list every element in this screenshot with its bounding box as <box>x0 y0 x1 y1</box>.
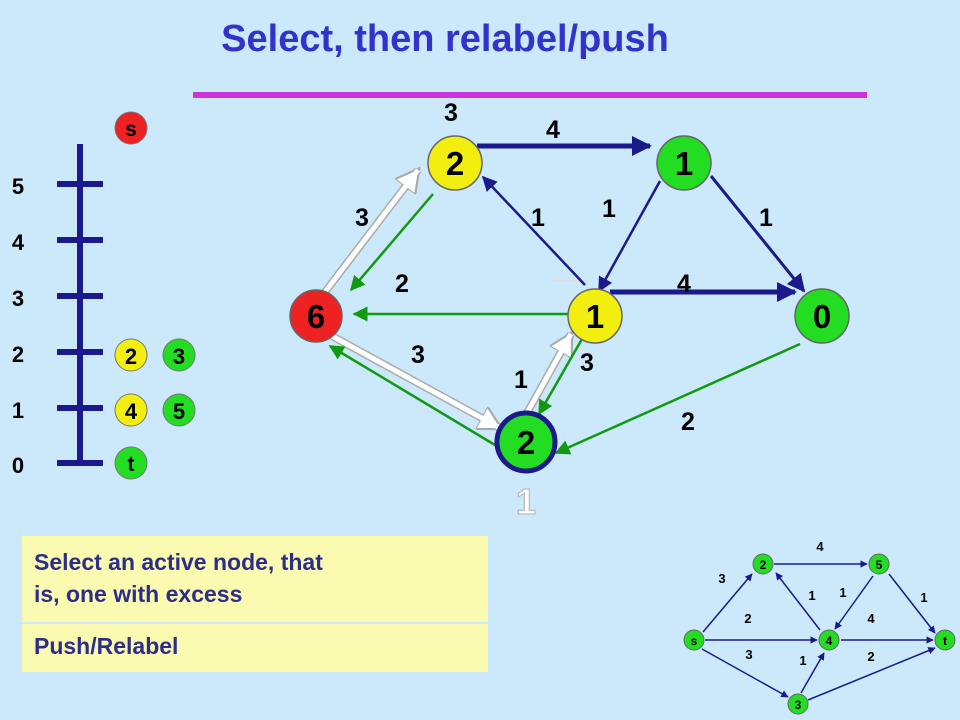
node-sink: 0 <box>794 288 850 344</box>
height-label-0: 0 <box>12 453 24 478</box>
edge-topright-to-middle <box>597 180 662 293</box>
height-label-3: 3 <box>12 286 24 311</box>
svg-text:1: 1 <box>586 298 604 335</box>
push-relabel-panel: Push/Relabel <box>22 624 488 672</box>
svg-text:2: 2 <box>760 558 767 572</box>
scale-node-5: 5 <box>162 393 196 427</box>
edge-source-to-topleft-fill <box>323 168 420 294</box>
svg-text:2: 2 <box>517 424 535 461</box>
mini-label-s-2: 3 <box>718 571 725 586</box>
mini-label-5-4: 1 <box>839 585 846 600</box>
edge-topleft-to-source <box>350 193 434 292</box>
node-top-left: 2 <box>427 135 483 191</box>
mini-edge-5-4 <box>834 575 874 630</box>
svg-text:4: 4 <box>125 399 138 424</box>
svg-text:3: 3 <box>795 698 802 712</box>
mini-edge-3-t <box>807 647 936 701</box>
edge-label-b-mid: 3 <box>580 349 594 377</box>
node-top-right: 1 <box>656 135 712 191</box>
svg-text:6: 6 <box>307 298 325 335</box>
scale-node-t: t <box>114 446 148 480</box>
mini-edge-5-t <box>888 573 936 634</box>
mini-label-3-t: 2 <box>867 649 874 664</box>
mini-node-s: s <box>683 629 705 651</box>
height-label-5: 5 <box>12 174 24 199</box>
svg-text:5: 5 <box>173 399 185 424</box>
mini-label-3-4: 1 <box>799 653 806 668</box>
edge-label-mid-t: 4 <box>677 270 691 298</box>
mini-node-2: 2 <box>752 553 774 575</box>
mini-label-s-4: 2 <box>744 611 751 626</box>
mini-label-5-t: 1 <box>920 590 927 605</box>
mini-node-t: t <box>934 629 956 651</box>
node-topleft-excess: 3 <box>444 99 458 127</box>
svg-text:3: 3 <box>173 344 185 369</box>
node-source: 6 <box>289 289 343 343</box>
mini-edge-s-2 <box>702 573 753 633</box>
mini-edge-4-2 <box>775 572 821 631</box>
svg-text:s: s <box>691 634 698 648</box>
height-label-2: 2 <box>12 342 24 367</box>
svg-text:s: s <box>125 118 137 141</box>
mini-node-4: 4 <box>818 629 840 651</box>
main-graph-edge-labels: 4 3 1 1 1 2 4 3 1 3 2 <box>355 116 773 436</box>
title-divider <box>193 92 867 98</box>
mini-label-4-2: 1 <box>808 588 815 603</box>
main-graph-nodes: 3 2 1 6 1 0 2 1 <box>289 99 850 523</box>
svg-text:1: 1 <box>675 145 693 182</box>
edge-label-t-b: 2 <box>681 408 695 436</box>
mini-node-3: 3 <box>787 693 809 715</box>
edge-middle-to-bottom <box>537 338 584 416</box>
mini-label-2-5: 4 <box>816 539 824 554</box>
select-step-line-2: is, one with excess <box>34 581 243 607</box>
height-scale: 5 4 3 2 1 0 s 2 3 4 5 t <box>12 111 196 480</box>
node-bottom-ghost-label: 1 <box>516 481 536 522</box>
svg-text:t: t <box>128 453 135 476</box>
edge-label-mid-tl: 1 <box>531 204 545 232</box>
edge-label-tr-mid: 1 <box>602 195 616 223</box>
select-step-panel: Select an active node, that is, one with… <box>22 536 488 622</box>
scale-node-4: 4 <box>114 393 148 427</box>
mini-graph: 4 3 1 1 1 2 4 3 1 2 2 5 s 4 t <box>683 539 956 715</box>
height-label-4: 4 <box>12 230 25 255</box>
edge-label-tr-t: 1 <box>759 204 773 232</box>
mini-edge-3-4 <box>800 652 825 694</box>
push-relabel-label: Push/Relabel <box>34 633 179 659</box>
svg-text:0: 0 <box>813 298 831 335</box>
height-label-1: 1 <box>12 398 24 423</box>
svg-text:2: 2 <box>446 145 464 182</box>
svg-text:5: 5 <box>876 558 883 572</box>
select-step-line-1: Select an active node, that <box>34 549 323 575</box>
slide-title: Select, then relabel/push <box>221 18 669 60</box>
edge-label-b-s: 3 <box>411 341 425 369</box>
scale-node-s: s <box>114 111 148 145</box>
edge-middle-to-topleft <box>481 175 586 286</box>
node-bottom: 2 <box>494 410 558 474</box>
svg-text:4: 4 <box>826 634 833 648</box>
mini-label-s-3: 3 <box>745 647 752 662</box>
edge-label-tl-s: 2 <box>395 270 409 298</box>
edge-label-mid-b: 1 <box>514 366 528 394</box>
main-graph-edges <box>321 136 806 455</box>
edge-sink-to-bottom <box>554 342 801 455</box>
edge-label-tl-tr: 4 <box>546 116 560 144</box>
edge-topright-to-sink <box>709 175 806 293</box>
scale-node-3: 3 <box>162 338 196 372</box>
edge-source-to-bottom-fill <box>330 333 502 431</box>
edge-bottom-to-middle-fill <box>524 332 574 415</box>
mini-label-4-t: 4 <box>867 611 875 626</box>
edge-label-s-tl: 3 <box>355 204 369 232</box>
svg-text:t: t <box>943 634 947 648</box>
mini-node-5: 5 <box>868 553 890 575</box>
svg-text:2: 2 <box>125 344 137 369</box>
scale-node-2: 2 <box>114 338 148 372</box>
edge-bottom-to-source <box>328 344 501 450</box>
mini-edge-s-3 <box>701 648 789 698</box>
node-middle: 1 <box>567 288 623 344</box>
